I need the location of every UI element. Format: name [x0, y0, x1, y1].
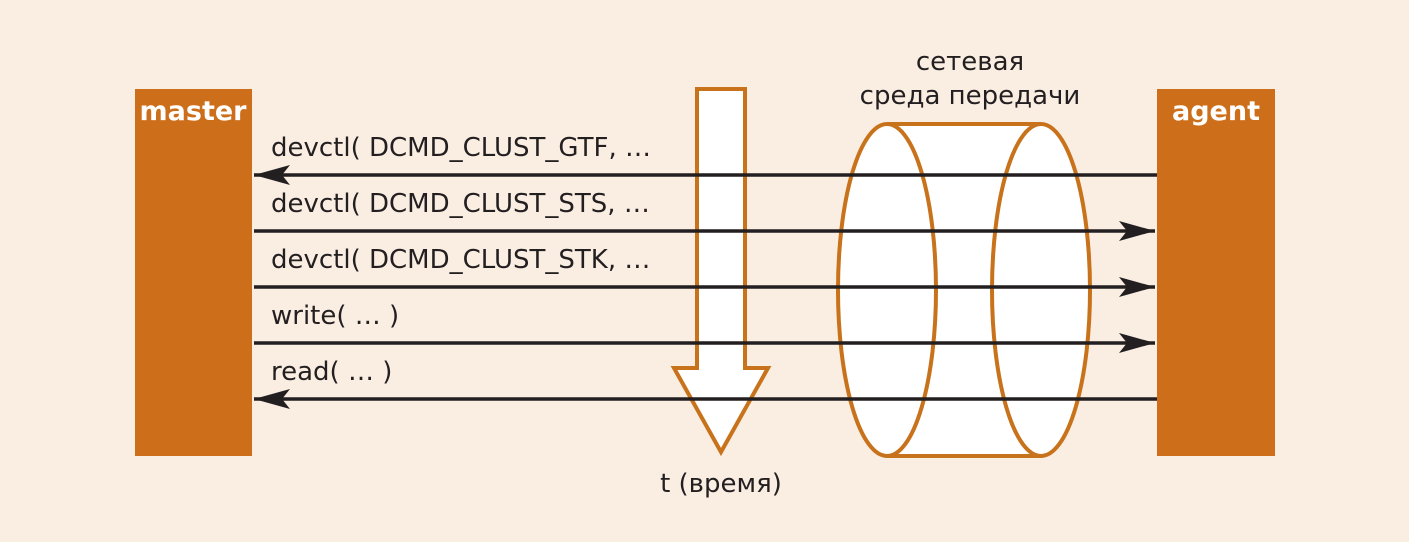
message-label-2: devctl( DCMD_CLUST_STS, …	[271, 189, 650, 219]
message-label-3: devctl( DCMD_CLUST_STK, …	[271, 245, 650, 275]
message-label-4: write( … )	[271, 301, 399, 331]
master-label: master	[140, 96, 248, 127]
time-arrow	[670, 87, 772, 457]
message-label-1: devctl( DCMD_CLUST_GTF, …	[271, 133, 651, 163]
medium-caption-line-2: среда передачи	[860, 81, 1081, 111]
medium-caption-line-1: сетевая	[916, 47, 1024, 77]
agent-node	[1157, 89, 1275, 456]
agent-label: agent	[1172, 96, 1260, 127]
time-axis-label: t (время)	[660, 469, 782, 499]
master-node	[135, 89, 252, 456]
message-label-5: read( … )	[271, 357, 392, 387]
